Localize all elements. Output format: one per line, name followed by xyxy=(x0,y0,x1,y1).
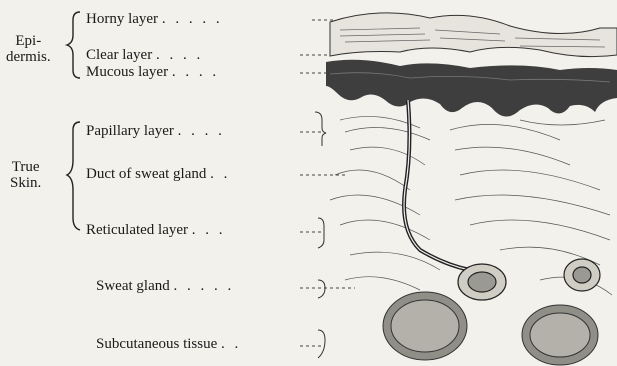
label-papillary-layer: Papillary layer . . . . xyxy=(86,124,225,139)
label-sweat-gland: Sweat gland . . . . . xyxy=(96,279,234,294)
horny-layer xyxy=(330,13,617,57)
label-duct-text: Duct of sweat gland xyxy=(86,166,206,182)
group-true-skin-line2: Skin. xyxy=(10,176,41,192)
leader-dots: . . . . xyxy=(178,123,225,139)
label-papillary-layer-text: Papillary layer xyxy=(86,123,174,139)
label-reticulated-layer: Reticulated layer . . . xyxy=(86,223,226,238)
group-epidermis-line1: Epi- xyxy=(6,34,51,50)
group-epidermis-line2: dermis. xyxy=(6,50,51,66)
leader-dots: . . . . xyxy=(156,47,203,63)
leader-dots: . . xyxy=(210,166,230,182)
label-horny-layer-text: Horny layer xyxy=(86,11,158,27)
group-epidermis: Epi- dermis. xyxy=(6,34,51,66)
leader-dots: . . . . xyxy=(172,64,219,80)
true-skin-brace xyxy=(67,122,80,230)
label-sweat-gland-text: Sweat gland xyxy=(96,278,170,294)
label-clear-layer: Clear layer . . . . xyxy=(86,48,203,63)
leader-dots: . . xyxy=(221,336,241,352)
label-mucous-layer-text: Mucous layer xyxy=(86,64,168,80)
label-subcutaneous-tissue: Subcutaneous tissue . . xyxy=(96,337,241,352)
mucous-layer xyxy=(326,60,617,117)
label-mucous-layer: Mucous layer . . . . xyxy=(86,65,219,80)
label-horny-layer: Horny layer . . . . . xyxy=(86,12,223,27)
leader-dots: . . . . . xyxy=(162,11,223,27)
label-reticulated-layer-text: Reticulated layer xyxy=(86,222,188,238)
label-duct-of-sweat-gland: Duct of sweat gland . . xyxy=(86,167,230,182)
label-subcutaneous-text: Subcutaneous tissue xyxy=(96,336,217,352)
right-braces xyxy=(315,112,326,358)
group-true-skin: True Skin. xyxy=(10,160,41,192)
group-true-skin-line1: True xyxy=(10,160,41,176)
epidermis-brace xyxy=(67,12,80,78)
leader-dots: . . . . . xyxy=(173,278,234,294)
sweat-gland xyxy=(458,259,600,300)
label-clear-layer-text: Clear layer xyxy=(86,47,152,63)
leader-dots: . . . xyxy=(192,222,226,238)
subcutaneous-fat xyxy=(383,292,598,365)
